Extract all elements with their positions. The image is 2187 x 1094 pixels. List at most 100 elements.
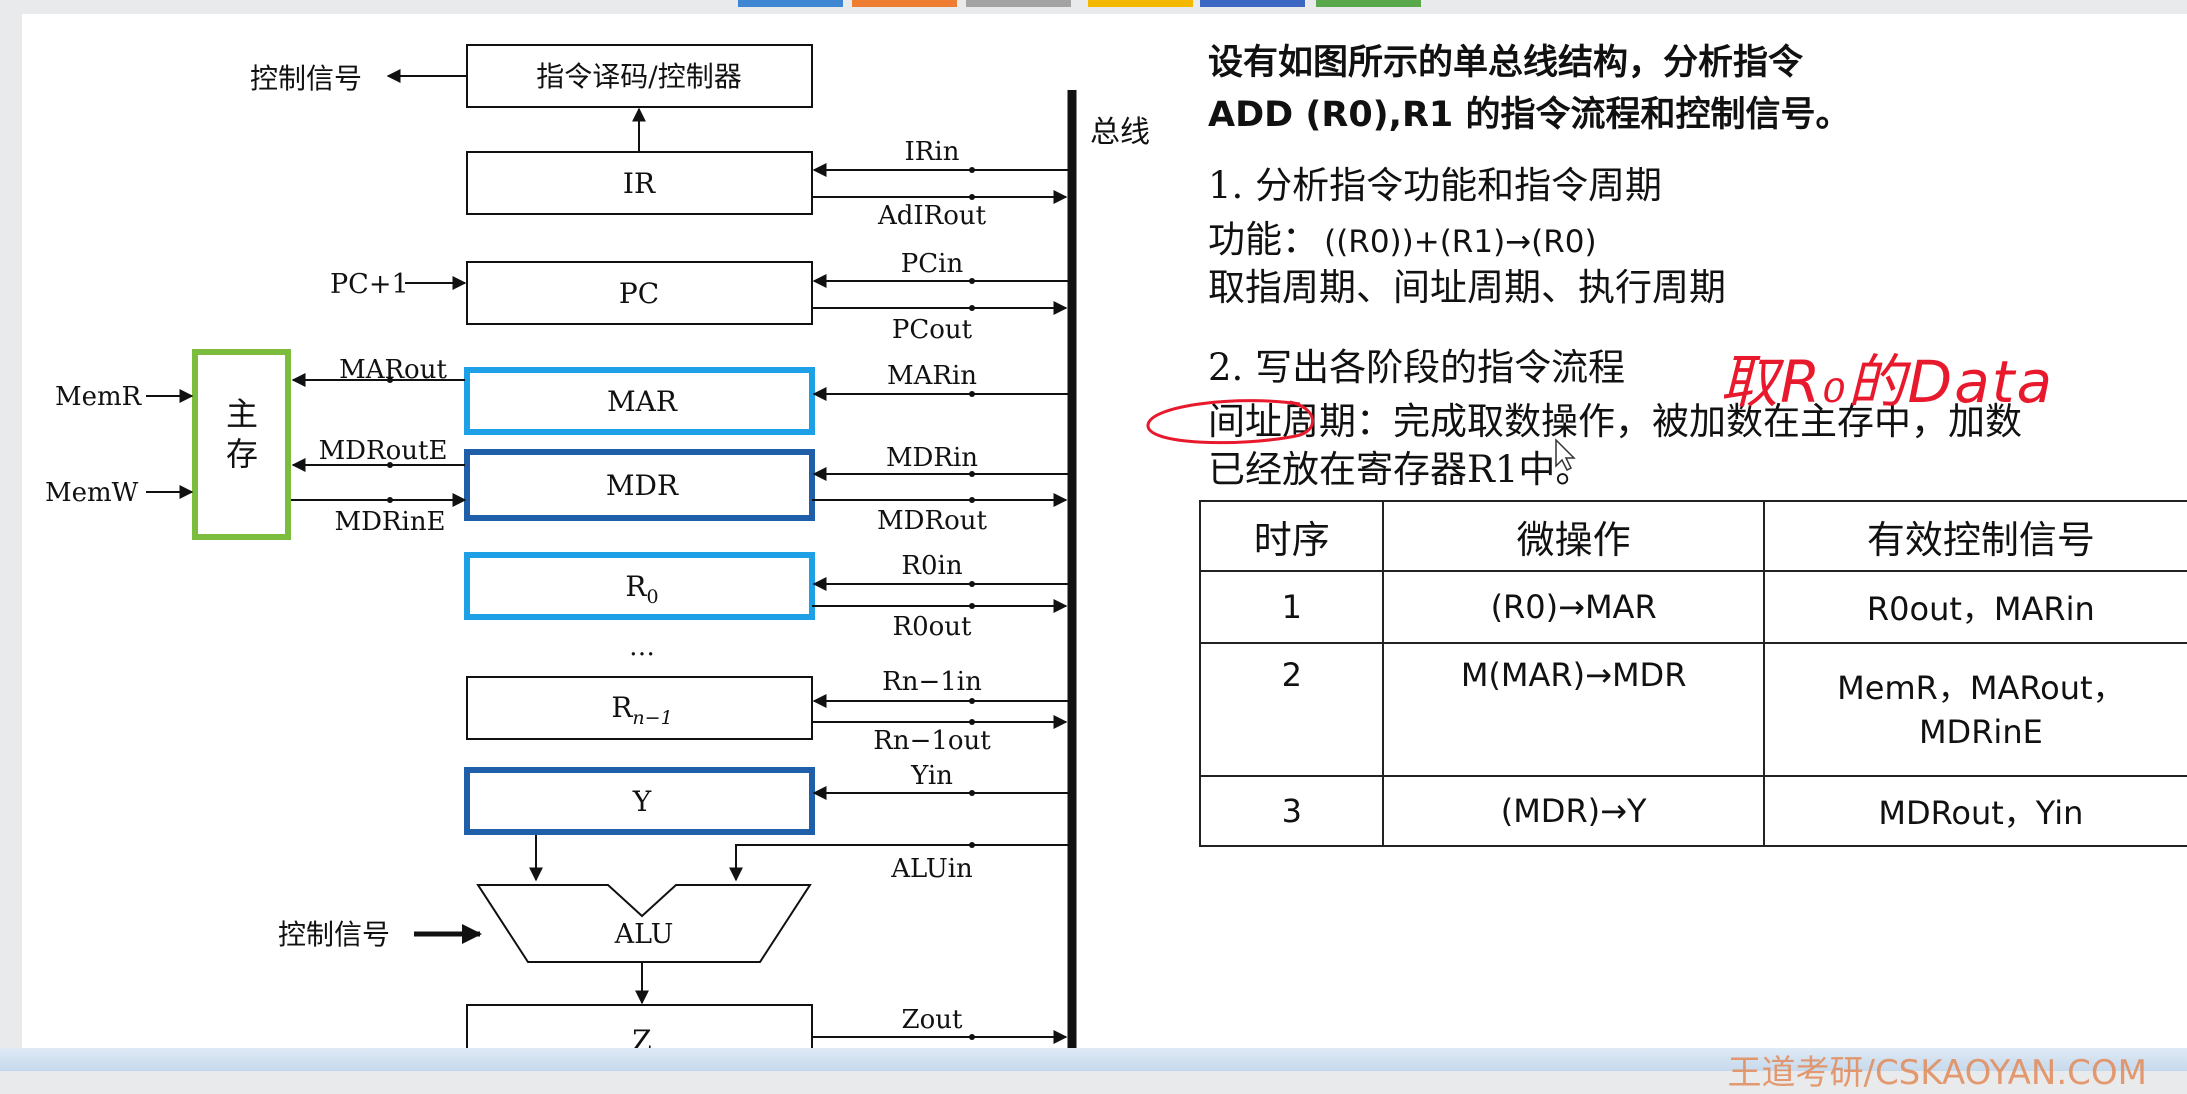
pc-label: PC	[619, 277, 659, 310]
rnin-label: Rn−1in	[882, 667, 982, 697]
cell-signals-line-1: MemR，MARout，	[1837, 668, 2125, 707]
cell-op: M(MAR)→MDR	[1382, 642, 1765, 777]
cell-signals: R0out，MARin	[1762, 570, 2187, 644]
watermark: 王道考研/CSKAOYAN.COM	[1727, 1053, 2147, 1093]
register-ellipsis: …	[629, 632, 655, 662]
cell-op: (MDR)→Y	[1382, 775, 1765, 847]
alu-label: ALU	[614, 919, 674, 950]
mdr-register	[464, 449, 815, 521]
pc-plus-one-label: PC+1	[330, 269, 409, 300]
mdroute-label: MDRoutE	[319, 436, 448, 466]
header-timing: 时序	[1198, 500, 1385, 572]
pcout-label: PCout	[892, 315, 973, 345]
control-signal-alu: 控制信号	[278, 918, 390, 951]
rn-register	[466, 676, 813, 740]
r0-register	[464, 552, 815, 620]
marout-dot	[387, 377, 393, 383]
mdrine-dot	[387, 497, 393, 503]
aluin-dot	[969, 842, 975, 848]
y-register	[464, 767, 815, 835]
pcin-label: PCin	[901, 249, 964, 279]
cell-signals-line-2: MDRinE	[1918, 712, 2043, 751]
r0-label-sub: 0	[647, 586, 659, 608]
table-header-row: 时序 微操作 有效控制信号	[1198, 500, 2187, 572]
rn-label: Rn−1	[611, 691, 672, 729]
r0out-label: R0out	[893, 612, 973, 642]
r0in-label: R0in	[901, 551, 962, 581]
mdroute-dot	[387, 462, 393, 468]
y-label: Y	[632, 785, 652, 818]
table-row: 1 (R0)→MAR R0out，MARin	[1198, 570, 2187, 644]
marin-dot	[969, 391, 975, 397]
mdrin-label: MDRin	[886, 443, 978, 473]
header-micro-op: 微操作	[1382, 500, 1765, 572]
top-tab-4[interactable]	[1088, 0, 1193, 7]
aluin-line	[729, 844, 1068, 882]
marin-label: MARin	[887, 361, 977, 391]
main-memory-box	[192, 349, 291, 540]
ir-register	[466, 151, 813, 215]
cell-step: 3	[1198, 775, 1385, 847]
cell-op: (R0)→MAR	[1382, 570, 1765, 644]
top-tab-2[interactable]	[852, 0, 957, 7]
cell-step: 2	[1198, 642, 1385, 777]
handwritten-circle	[1146, 399, 1315, 445]
mdrout-dot	[969, 497, 975, 503]
footer-wave-strip	[0, 1048, 2187, 1071]
ink-annotations	[1146, 399, 1576, 472]
zout-label: Zout	[902, 1005, 963, 1035]
r0-label: R0	[625, 570, 658, 608]
mar-register	[464, 367, 815, 435]
heading-line-1: 设有如图所示的单总线结构，分析指令	[1208, 43, 1804, 83]
cell-step: 1	[1198, 570, 1385, 644]
adirout-label: AdIRout	[877, 201, 987, 231]
irin-label: IRin	[905, 137, 960, 167]
alu-shape	[476, 884, 812, 963]
decoder-label: 指令译码/控制器	[536, 60, 741, 93]
section2-title: 2. 写出各阶段的指令流程	[1208, 346, 1626, 389]
yin-dot	[969, 790, 975, 796]
pc-register	[466, 261, 813, 325]
function-label: 功能：	[1208, 218, 1319, 261]
ir-label: IR	[623, 167, 656, 200]
memr-label: MemR	[55, 382, 143, 412]
adirout-dot	[969, 194, 975, 200]
pcout-dot	[969, 305, 975, 311]
handwritten-note: 取R₀的Data	[1720, 348, 2055, 416]
header-control-signals: 有效控制信号	[1762, 500, 2187, 572]
table-row: 3 (MDR)→Y MDRout，Yin	[1198, 775, 2187, 847]
yin-label: Yin	[910, 761, 953, 791]
pcin-dot	[969, 278, 975, 284]
top-tab-1[interactable]	[738, 0, 843, 7]
table-row: 2 M(MAR)→MDR MemR，MARout， MDRinE	[1198, 642, 2187, 777]
decoder-box	[466, 44, 813, 108]
cycle-list: 取指周期、间址周期、执行周期	[1208, 266, 1726, 309]
function-expression: ((R0))+(R1)→(R0)	[1324, 224, 1597, 260]
rn-label-main: R	[611, 691, 633, 724]
zout-dot	[969, 1034, 975, 1040]
mdrout-label: MDRout	[877, 506, 987, 536]
main-memory-label-1: 主	[226, 395, 258, 433]
micro-op-table: 时序 微操作 有效控制信号 1 (R0)→MAR R0out，MARin 2 M…	[1198, 500, 2187, 847]
top-tab-5[interactable]	[1200, 0, 1305, 7]
cell-signals-line-1: R0out，MARin	[1866, 590, 2095, 628]
marout-label: MARout	[339, 355, 447, 385]
cell-signals: MDRout，Yin	[1762, 775, 2187, 847]
mdr-label: MDR	[606, 469, 679, 502]
mouse-cursor-icon	[1555, 438, 1576, 472]
aluin-label: ALUin	[890, 854, 973, 884]
r0in-dot	[969, 581, 975, 587]
function-line: 功能： ((R0))+(R1)→(R0)	[1208, 216, 1597, 271]
section1-title: 1. 分析指令功能和指令周期	[1208, 164, 1663, 207]
cell-signals-line-1: MDRout，Yin	[1878, 794, 2084, 832]
control-signal-top: 控制信号	[250, 62, 362, 95]
indirect-cycle-line-1: 间址周期：完成取数操作，被加数在主存中，加数	[1208, 400, 2022, 443]
main-memory-label-2: 存	[226, 435, 258, 473]
top-tab-3[interactable]	[966, 0, 1071, 7]
top-tab-6[interactable]	[1316, 0, 1421, 7]
indirect-cycle-line-2: 已经放在寄存器R1中。	[1208, 448, 1593, 491]
cell-signals: MemR，MARout， MDRinE	[1762, 642, 2187, 777]
bus-label: 总线	[1090, 115, 1150, 150]
mar-label: MAR	[607, 385, 678, 418]
